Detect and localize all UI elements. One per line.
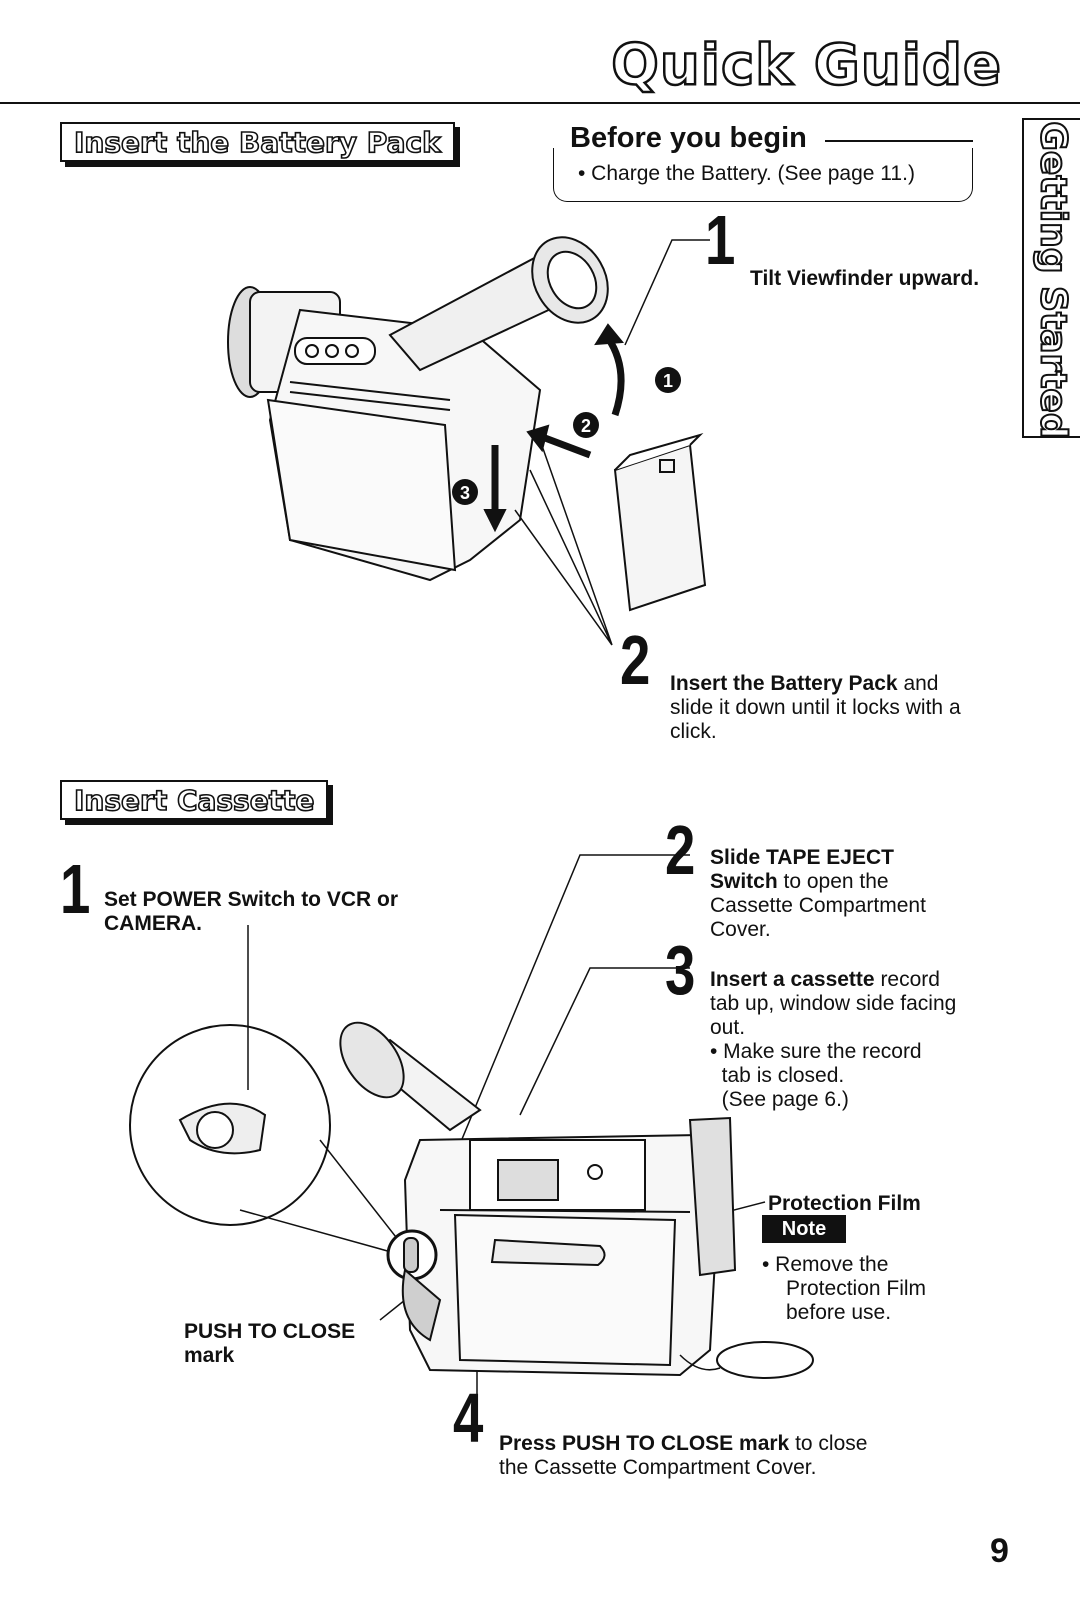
before-you-begin-title: Before you begin [570,122,813,155]
before-you-begin-box [553,148,973,202]
page-title: Quick Guide [610,33,1002,98]
cassette-step-3-text: Insert a cassette record tab up, window … [710,968,957,1111]
battery-callout-markers: 1 2 3 [452,367,681,505]
side-tab: Getting Started [1022,118,1080,440]
battery-step-2-number: 2 [620,621,651,699]
header-rule [0,102,1080,104]
cassette-step-1-number: 1 [60,850,91,928]
before-you-begin-item: • Charge the Battery. (See page 11.) [578,162,915,185]
protection-film-title: Protection Film [768,1192,921,1215]
camcorder-battery-illustration [227,236,710,646]
switch-label-off: OFF [178,1188,204,1203]
switch-label-camera: CAMERA [212,1193,270,1208]
page-number: 9 [990,1532,1009,1570]
side-tab-label: Getting Started [1032,120,1075,439]
section-heading-cassette: Insert Cassette [60,780,329,820]
cassette-step-4-number: 4 [453,1379,484,1457]
switch-label-vcr: VCR [150,1168,178,1183]
cassette-step-4-text: Press PUSH TO CLOSE mark to close the Ca… [499,1432,868,1479]
section-heading-battery: Insert the Battery Pack [60,122,455,162]
cassette-step-2-text: Slide TAPE EJECT Switch to open the Cass… [710,846,926,941]
before-you-begin-rule [825,140,973,142]
push-to-close-label: PUSH TO CLOSE mark [184,1320,356,1367]
battery-step-1-text: Tilt Viewfinder upward. [750,267,980,290]
svg-text:2: 2 [581,416,591,436]
battery-step-1-number: 1 [705,201,736,279]
cassette-step-3-number: 3 [665,931,696,1009]
svg-text:3: 3 [460,483,470,503]
svg-text:1: 1 [663,371,673,391]
protection-film-note: • Remove the Protection Film before use. [762,1253,927,1324]
cassette-step-1-text: Set POWER Switch to VCR or CAMERA. [104,888,399,935]
cassette-step-2-number: 2 [665,811,696,889]
note-badge: Note [762,1215,846,1243]
battery-step-2-text: Insert the Battery Pack and slide it dow… [670,672,961,743]
